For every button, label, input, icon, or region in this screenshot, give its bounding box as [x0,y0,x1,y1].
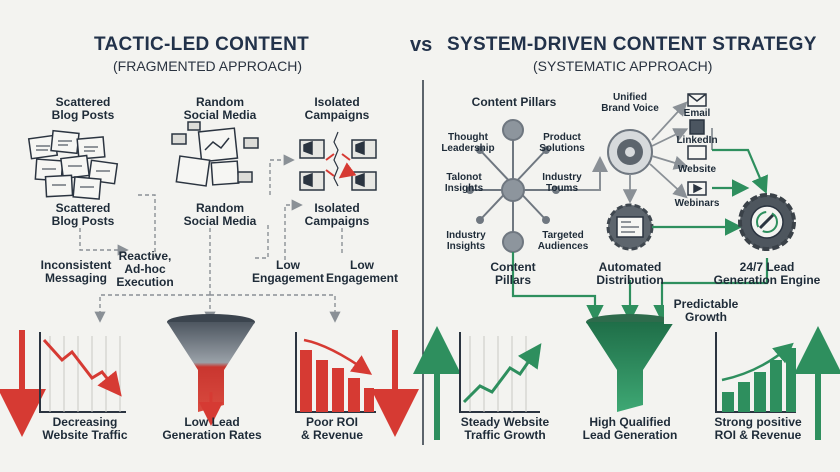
strong-roi-label: Strong positive ROI & Revenue [714,415,802,442]
automated-distribution-icon [606,203,654,251]
linkedin-label: LinkedIn [676,135,718,146]
low-lead-label: Low Lead Generation Rates [162,415,262,442]
decreasing-traffic-label: Decreasing Website Traffic [42,415,128,442]
reactive-execution-label: Reactive, Ad-hoc Execution [116,249,174,289]
right-title: SYSTEM-DRIVEN CONTENT STRATEGY [447,34,817,55]
content-pillars-label: Content Pillars [490,260,536,287]
content-pillars-hub [466,119,560,253]
left-subtitle: (FRAGMENTED APPROACH) [113,58,303,74]
scattered-blog-label: Scattered Blog Posts [51,201,115,228]
scattered-blog-label-top: Scattered Blog Posts [51,95,115,122]
right-subtitle: (SYSTEMATIC APPROACH) [533,58,713,74]
left-title: TACTIC-LED CONTENT [94,34,310,55]
blog-posts-icon [27,129,119,200]
strong-roi-chart [715,326,840,440]
product-solutions-label: Product Solutions [539,132,585,154]
content-pillars-heading: Content Pillars [471,95,557,109]
vs-label: vs [410,34,433,56]
predictable-growth-label: Predictable Growth [664,298,748,324]
isolated-campaigns-label: Isolated Campaigns [304,201,370,228]
poor-roi-chart [295,330,419,437]
low-engagement-label-1: Low Engagement [251,258,324,285]
inconsistent-messaging-label: Inconsistent Messaging [40,258,112,285]
lead-engine-label: 24/7 Lead Generation Engine [713,260,821,287]
steady-traffic-chart [413,326,542,440]
industry-toums-label: Industry Toums [542,172,582,194]
channel-icons [687,93,707,196]
high-qualified-leads-label: High Qualified Lead Generation [582,415,678,442]
low-engagement-label-2: Low Engagement [325,258,398,285]
website-label: Website [677,164,717,175]
website-icon [687,145,707,160]
lead-engine-gear-icon [738,193,796,251]
linkedin-icon [689,119,705,135]
email-label: Email [683,108,711,119]
isolated-campaigns-label-top: Isolated Campaigns [304,95,370,122]
steady-traffic-label: Steady Website Traffic Growth [460,415,550,442]
automated-distribution-label: Automated Distribution [596,260,664,287]
social-media-icon [171,121,259,187]
random-social-label: Random Social Media [183,201,257,228]
unified-brand-voice-label: Unified Brand Voice [601,92,659,114]
brand-voice-gear-icon [607,129,653,175]
low-lead-funnel [167,314,255,426]
lead-generation-funnel [586,314,674,412]
connector-1 [79,228,129,256]
random-social-label-top: Random Social Media [183,95,257,122]
targeted-audiences-label: Targeted Audiences [537,230,589,252]
poor-roi-label: Poor ROI & Revenue [300,415,364,442]
webinars-label: Webinars [674,198,720,209]
industry-insights-label: Industry Insights [446,230,486,252]
thought-leadership-label: Thought Leadership [441,132,495,154]
campaigns-icon [299,131,377,191]
talonot-insights-label: Talonot Insights [444,172,484,194]
decreasing-traffic-chart [0,330,126,437]
